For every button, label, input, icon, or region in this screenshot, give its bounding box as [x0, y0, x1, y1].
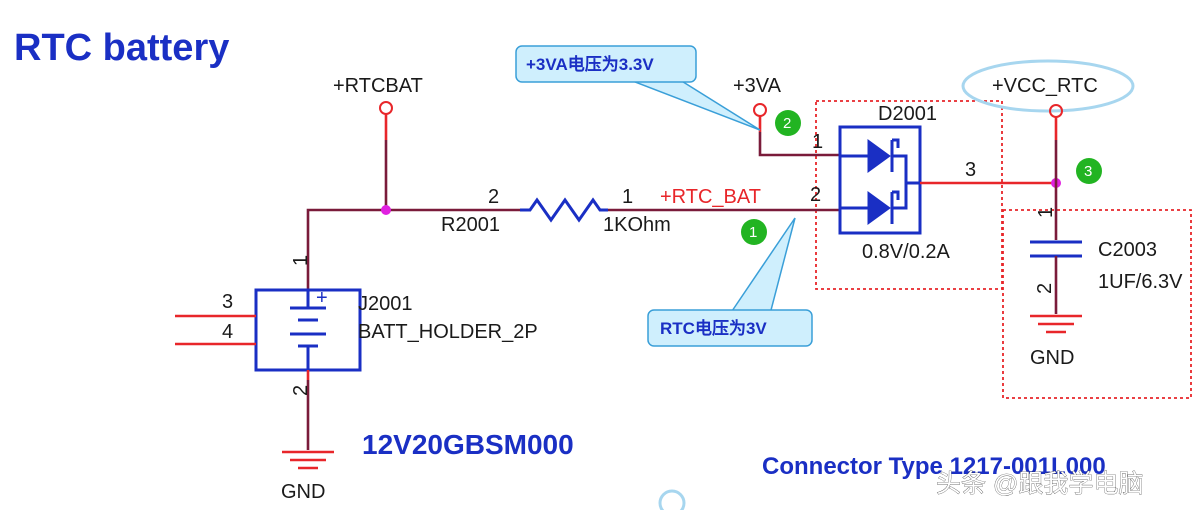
callout-va3-text: +3VA电压为3.3V — [526, 54, 654, 74]
resistor-ref: R2001 — [441, 214, 500, 236]
ground-symbol-right — [1030, 314, 1082, 334]
diode-ref: D2001 — [878, 103, 937, 125]
battery-pin4: 4 — [222, 321, 233, 343]
resistor-symbol — [520, 197, 608, 223]
capacitor-value: 1UF/6.3V — [1098, 271, 1183, 293]
badge-2 — [775, 110, 801, 136]
junction-dot-rtcbat — [381, 205, 391, 215]
vcc-rtc-highlight-ellipse — [961, 59, 1135, 113]
badge-3-label: 3 — [1084, 163, 1092, 180]
vcc-rtc-net-label: +VCC_RTC — [992, 75, 1098, 97]
page-title: RTC battery — [14, 27, 229, 69]
battery-to-resistor-wire — [306, 208, 520, 290]
capacitor-pin1: 1 — [1035, 207, 1057, 218]
battery-plus-sign: + — [316, 287, 328, 309]
diode-lower-cathode-hook — [892, 190, 900, 200]
diode-cathode-join — [892, 154, 908, 210]
capacitor-pin2: 2 — [1034, 283, 1056, 294]
badge-1-label: 1 — [749, 224, 757, 241]
battery-name: BATT_HOLDER_2P — [358, 321, 538, 343]
ground-symbol-left — [282, 450, 334, 470]
resistor-value: 1KOhm — [603, 214, 671, 236]
battery-pin3: 3 — [222, 291, 233, 313]
diode-upper-triangle — [867, 139, 891, 173]
battery-pin1: 1 — [290, 255, 312, 266]
connector-type-text: Connector Type 1217-001L000 — [762, 453, 1106, 480]
diode-upper-cathode-hook — [892, 138, 900, 148]
diode-body — [838, 125, 922, 235]
diode-pin1: 1 — [812, 131, 823, 153]
resistor-pin-right: 1 — [622, 186, 633, 208]
gnd-left-label: GND — [281, 481, 325, 503]
part-number: 12V20GBSM000 — [362, 429, 574, 460]
diode-lower-triangle — [867, 191, 891, 225]
battery-ref: J2001 — [358, 293, 413, 315]
va3-port-symbol — [753, 103, 767, 117]
callout-rtc-box — [647, 309, 813, 347]
badge-3 — [1076, 158, 1102, 184]
diode-highlight-box — [815, 100, 1003, 290]
capacitor-highlight-box — [1002, 209, 1192, 399]
va3-net-label: +3VA — [733, 75, 782, 97]
diode-pin2: 2 — [810, 184, 821, 206]
va3-wire — [758, 132, 840, 157]
diode-pin3: 3 — [965, 159, 976, 181]
rtcbat-port-symbol — [379, 101, 393, 115]
badge-2-label: 2 — [783, 115, 791, 132]
badge-1 — [741, 219, 767, 245]
callout-va3-box — [515, 45, 697, 83]
capacitor-ref: C2003 — [1098, 239, 1157, 261]
rtcbat-net-label: +RTCBAT — [333, 75, 423, 97]
callout-rtc-text: RTC电压为3V — [660, 318, 767, 338]
watermark: 头条 @跟我学电脑 — [936, 470, 1143, 498]
rtc-bat-net-label: +RTC_BAT — [660, 186, 761, 208]
stray-circle-mark — [658, 489, 686, 510]
resistor-pin-left: 2 — [488, 186, 499, 208]
battery-pin2: 2 — [290, 385, 312, 396]
diode-rating: 0.8V/0.2A — [862, 241, 951, 263]
gnd-right-label: GND — [1030, 347, 1074, 369]
